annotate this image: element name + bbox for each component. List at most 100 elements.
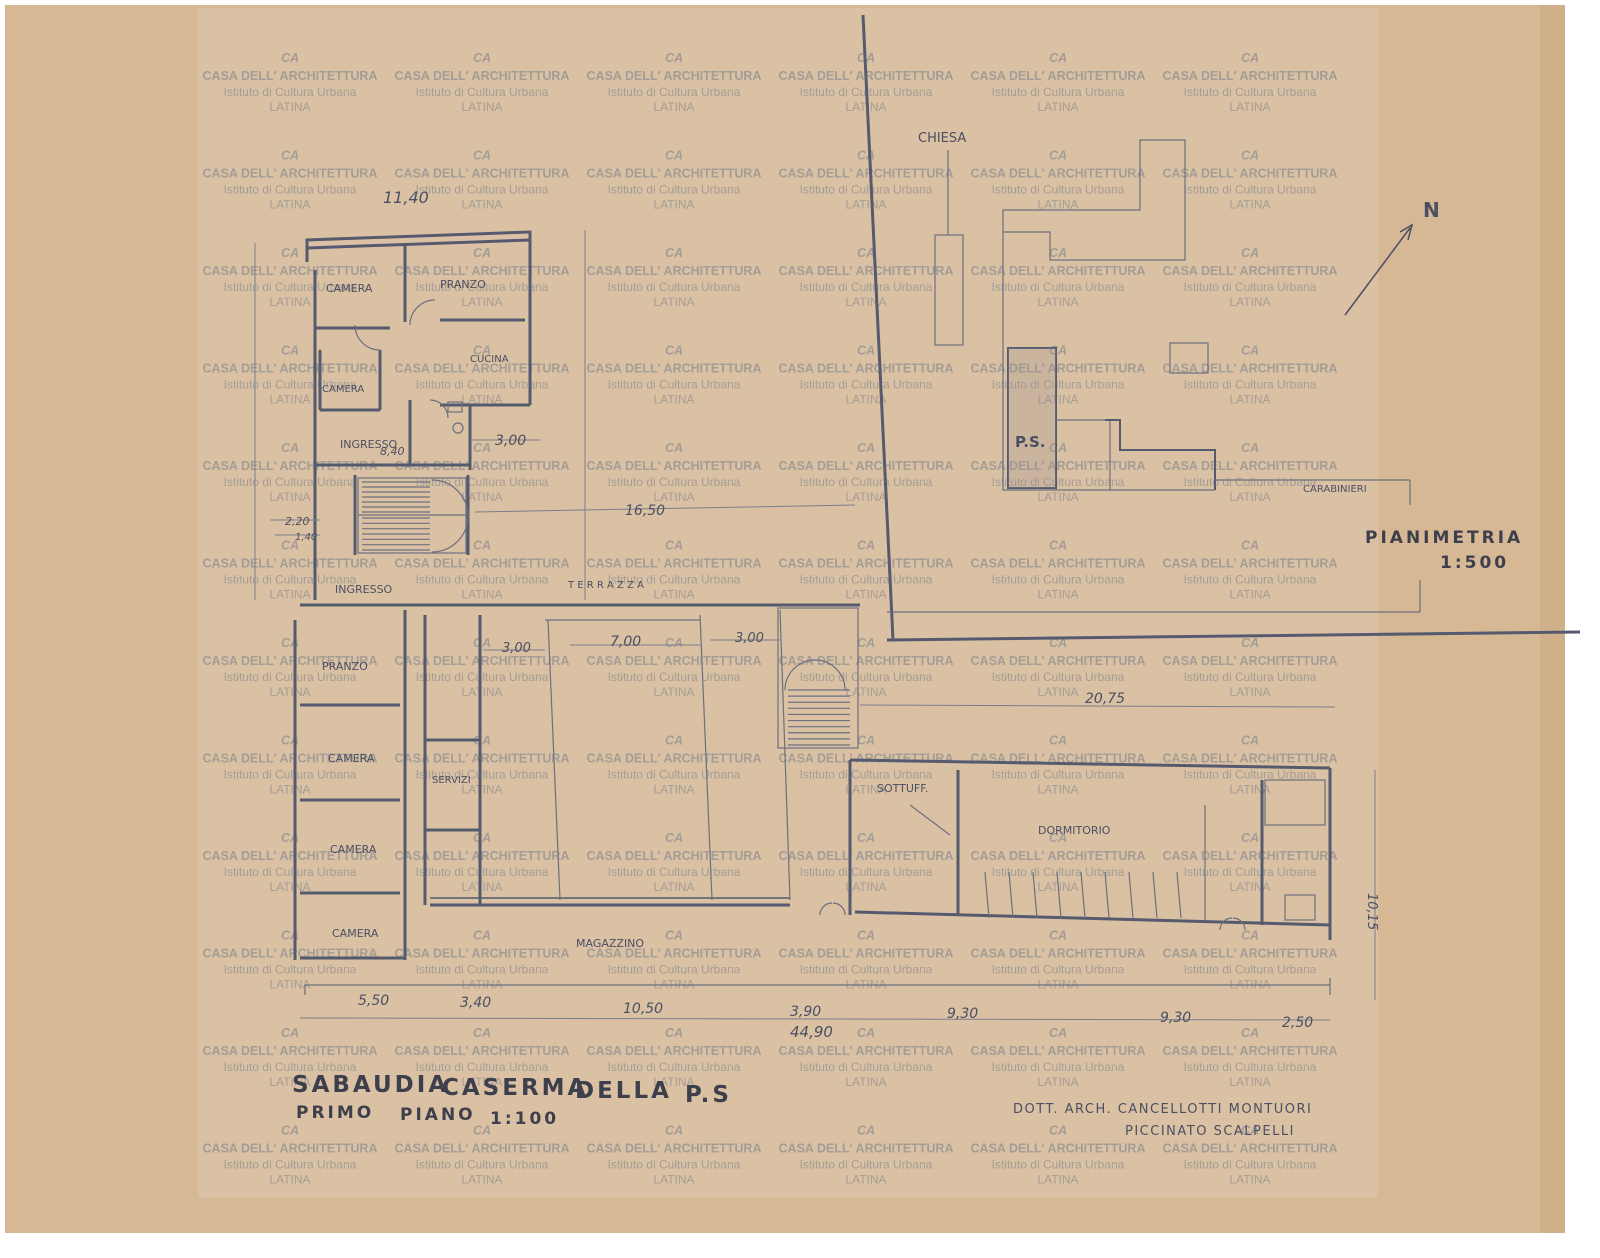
- watermark-line1: CASA DELL' ARCHITETTURA: [587, 752, 762, 766]
- watermark-line1: CASA DELL' ARCHITETTURA: [587, 557, 762, 571]
- logo-ca-icon: CA: [281, 51, 299, 65]
- watermark-line3: LATINA: [653, 100, 694, 114]
- watermark-line3: LATINA: [1037, 1173, 1078, 1187]
- subtitle-word-2: PIANO: [400, 1105, 476, 1125]
- watermark-line1: CASA DELL' ARCHITETTURA: [1163, 557, 1338, 571]
- watermark-line2: Istituto di Cultura Urbana: [1184, 573, 1317, 587]
- watermark-line3: LATINA: [269, 1173, 310, 1187]
- room-lower-pranzo: PRANZO: [322, 660, 368, 673]
- watermark-line1: CASA DELL' ARCHITETTURA: [203, 264, 378, 278]
- watermark-line2: Istituto di Cultura Urbana: [416, 475, 549, 489]
- logo-ca-icon: CA: [857, 149, 875, 163]
- watermark-line1: CASA DELL' ARCHITETTURA: [779, 557, 954, 571]
- watermark-line3: LATINA: [1229, 588, 1270, 602]
- watermark-line1: CASA DELL' ARCHITETTURA: [395, 264, 570, 278]
- logo-ca-icon: CA: [473, 51, 491, 65]
- watermark-line1: CASA DELL' ARCHITETTURA: [203, 557, 378, 571]
- watermark-line3: LATINA: [269, 100, 310, 114]
- watermark-line1: CASA DELL' ARCHITETTURA: [587, 362, 762, 376]
- watermark-line3: LATINA: [461, 1173, 502, 1187]
- watermark-line1: CASA DELL' ARCHITETTURA: [1163, 947, 1338, 961]
- dim-2075: 20,75: [1085, 691, 1125, 707]
- dorm-bed: [984, 871, 990, 919]
- dim-300a: 3,00: [495, 433, 526, 449]
- watermark-line3: LATINA: [1037, 588, 1078, 602]
- logo-ca-icon: CA: [665, 539, 683, 553]
- dim-300b: 3,00: [502, 641, 531, 656]
- watermark-line1: CASA DELL' ARCHITETTURA: [395, 557, 570, 571]
- logo-ca-icon: CA: [281, 246, 299, 260]
- title-word-2: CASERMA: [442, 1075, 588, 1101]
- logo-ca-icon: CA: [665, 1124, 683, 1138]
- dorm-bed: [1176, 871, 1182, 919]
- watermark-line3: LATINA: [1037, 685, 1078, 699]
- watermark-line3: LATINA: [269, 295, 310, 309]
- site-plan: N PIANIMETRIA 1:500 CHIESA P.S. CARABINI…: [861, 14, 1581, 642]
- logo-ca-icon: CA: [1049, 441, 1067, 455]
- watermark-line1: CASA DELL' ARCHITETTURA: [971, 459, 1146, 473]
- watermark-line3: LATINA: [1229, 100, 1270, 114]
- watermark-line3: LATINA: [653, 588, 694, 602]
- watermark-line2: Istituto di Cultura Urbana: [608, 280, 741, 294]
- watermark-line2: Istituto di Cultura Urbana: [224, 85, 357, 99]
- logo-ca-icon: CA: [665, 344, 683, 358]
- watermark-line3: LATINA: [1229, 490, 1270, 504]
- watermark-line3: LATINA: [269, 880, 310, 894]
- logo-ca-icon: CA: [665, 246, 683, 260]
- room-servizi: SERVIZI: [432, 775, 471, 786]
- watermark-line3: LATINA: [461, 198, 502, 212]
- room-cucina: CUCINA: [470, 354, 509, 365]
- watermark-line1: CASA DELL' ARCHITETTURA: [203, 752, 378, 766]
- title-word-4: P.S: [685, 1082, 732, 1108]
- dim-top-width: 11,40: [383, 188, 429, 207]
- authors-line-1: DOTT. ARCH. CANCELLOTTI MONTUORI: [1013, 1102, 1312, 1117]
- logo-ca-icon: CA: [1241, 1026, 1259, 1040]
- logo-ca-icon: CA: [857, 539, 875, 553]
- watermark-line1: CASA DELL' ARCHITETTURA: [779, 947, 954, 961]
- watermark-line1: CASA DELL' ARCHITETTURA: [971, 849, 1146, 863]
- watermark-line3: LATINA: [1037, 198, 1078, 212]
- watermark-line2: Istituto di Cultura Urbana: [1184, 1158, 1317, 1172]
- watermark-line1: CASA DELL' ARCHITETTURA: [203, 654, 378, 668]
- logo-ca-icon: CA: [473, 246, 491, 260]
- room-lower-ingresso: INGRESSO: [335, 583, 393, 596]
- logo-ca-icon: CA: [857, 441, 875, 455]
- watermark-line2: Istituto di Cultura Urbana: [416, 378, 549, 392]
- watermark-line2: Istituto di Cultura Urbana: [1184, 670, 1317, 684]
- watermark-line2: Istituto di Cultura Urbana: [416, 573, 549, 587]
- watermark-line1: CASA DELL' ARCHITETTURA: [587, 264, 762, 278]
- watermark-line1: CASA DELL' ARCHITETTURA: [779, 167, 954, 181]
- watermark-line1: CASA DELL' ARCHITETTURA: [395, 167, 570, 181]
- watermark-line2: Istituto di Cultura Urbana: [1184, 768, 1317, 782]
- logo-ca-icon: CA: [1241, 929, 1259, 943]
- logo-ca-icon: CA: [473, 831, 491, 845]
- watermark-line2: Istituto di Cultura Urbana: [800, 865, 933, 879]
- watermark-line2: Istituto di Cultura Urbana: [800, 378, 933, 392]
- logo-ca-icon: CA: [473, 929, 491, 943]
- watermark-line1: CASA DELL' ARCHITETTURA: [203, 459, 378, 473]
- watermark-line2: Istituto di Cultura Urbana: [224, 573, 357, 587]
- church-label: CHIESA: [918, 131, 966, 146]
- watermark-line2: Istituto di Cultura Urbana: [416, 768, 549, 782]
- logo-ca-icon: CA: [665, 636, 683, 650]
- room-magazzino: MAGAZZINO: [576, 937, 644, 950]
- watermark-line3: LATINA: [653, 880, 694, 894]
- watermark-line2: Istituto di Cultura Urbana: [992, 670, 1125, 684]
- logo-ca-icon: CA: [1241, 441, 1259, 455]
- dim-300c: 3,00: [735, 631, 764, 646]
